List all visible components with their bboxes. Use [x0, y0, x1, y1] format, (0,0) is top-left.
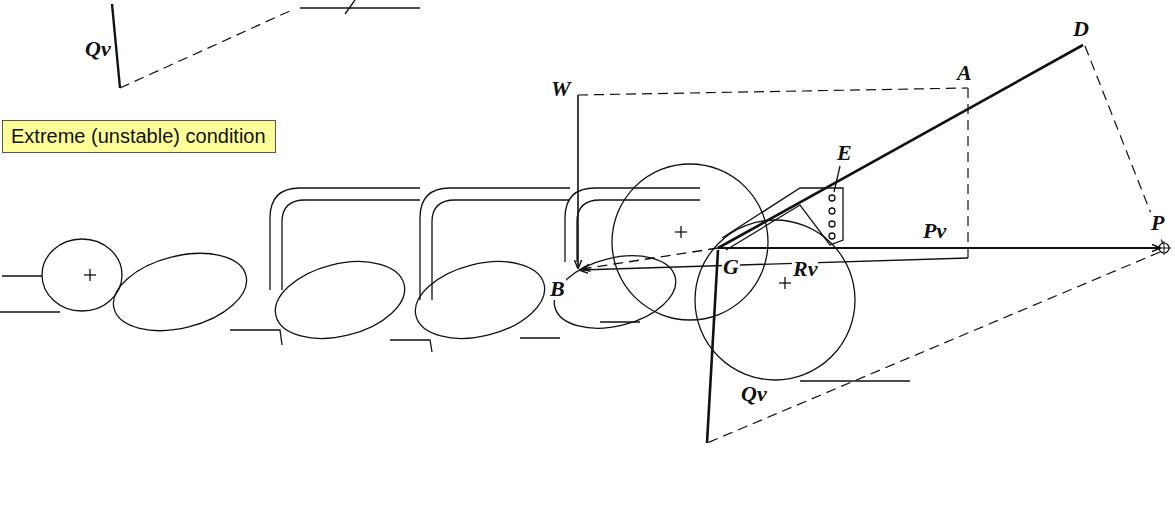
- plow-frame: [270, 188, 420, 290]
- plow-disc: [267, 249, 412, 351]
- construction-line: [578, 88, 968, 95]
- force-vector: [112, 4, 120, 88]
- force-label: W: [550, 78, 572, 100]
- axle-line: [2, 275, 42, 276]
- hitch-bracket: [722, 188, 843, 250]
- hitch-hole: [829, 233, 835, 239]
- plow-shoe: [230, 330, 560, 352]
- plow-disc: [407, 249, 552, 351]
- resultant-vector: [718, 45, 1083, 248]
- construction-line: [120, 10, 292, 88]
- construction-line: [707, 252, 1160, 443]
- hitch-hole: [829, 195, 835, 201]
- point-label: E: [836, 142, 853, 164]
- plow-outline: [0, 0, 910, 381]
- leader-line: [834, 166, 840, 192]
- note-text: Extreme (unstable) condition: [11, 125, 267, 148]
- force-label: Pv: [922, 220, 947, 242]
- hitch-hole: [829, 208, 835, 214]
- ground-line: [0, 311, 60, 312]
- force-line: [345, 0, 355, 14]
- plow-disc: [105, 241, 254, 344]
- point-label: G: [722, 256, 740, 278]
- point-label: D: [1072, 18, 1090, 40]
- point-label: A: [956, 62, 973, 84]
- land-wheel: [612, 164, 768, 320]
- force-vector: [577, 95, 579, 268]
- force-label: Qv: [84, 38, 112, 60]
- hitch-point: [1157, 248, 1171, 249]
- force-label: Qv: [740, 383, 768, 405]
- force-vector: [582, 248, 718, 269]
- point-label: B: [549, 278, 566, 300]
- plow-frame: [565, 188, 700, 262]
- plow-disc: [547, 244, 684, 340]
- center-mark: [680, 226, 681, 238]
- force-vector: [707, 250, 718, 443]
- force-diagram: [112, 4, 1171, 443]
- point-label: P: [1150, 212, 1165, 234]
- center-mark: [89, 269, 90, 281]
- condition-note: Extreme (unstable) condition: [2, 120, 276, 153]
- force-label: Rv: [792, 258, 818, 280]
- force-vector: [718, 247, 1160, 249]
- force-line: [300, 7, 420, 8]
- center-mark: [784, 277, 785, 289]
- hitch-hole: [829, 221, 835, 227]
- construction-line: [967, 88, 968, 258]
- plow-frame: [420, 188, 570, 300]
- ground-line: [600, 321, 640, 322]
- ground-line: [800, 380, 910, 381]
- wheel: [42, 239, 122, 311]
